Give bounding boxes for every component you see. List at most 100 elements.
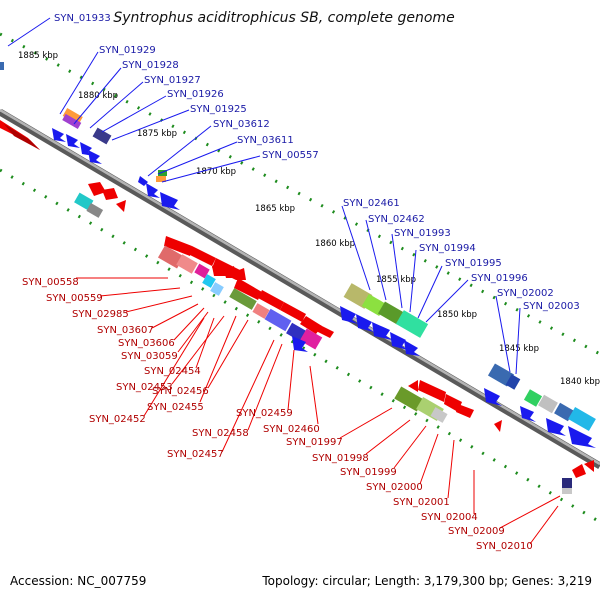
- gene-block: [62, 108, 83, 125]
- gene-block: [158, 170, 167, 176]
- leader-line: [425, 279, 469, 323]
- gene-label: SYN_03611: [237, 135, 294, 146]
- leader-line: [515, 307, 521, 375]
- gene-block: [538, 394, 558, 414]
- leader-line: [111, 109, 190, 141]
- forward-gene-arrow: [138, 176, 148, 186]
- gene-label: SYN_02456: [152, 386, 209, 397]
- leader-line: [177, 311, 209, 353]
- leader-line: [247, 343, 283, 431]
- gene-label: SYN_01929: [99, 45, 156, 56]
- leader-line: [287, 349, 295, 411]
- leader-line: [151, 303, 199, 329]
- top-gene-labels: SYN_01933 SYN_01929 SYN_01928 SYN_01927 …: [54, 13, 580, 312]
- leader-line: [221, 339, 275, 453]
- gene-block: [210, 282, 224, 296]
- gene-block: [505, 374, 521, 390]
- gene-block: [264, 308, 292, 332]
- gene-label: SYN_01995: [445, 258, 502, 269]
- gene-label: SYN_02002: [497, 288, 554, 299]
- reverse-gene-arrow: [234, 278, 262, 300]
- gene-label: SYN_02000: [366, 482, 423, 493]
- gene-label: SYN_01994: [419, 243, 476, 254]
- gene-label: SYN_00559: [46, 293, 103, 304]
- gene-label: SYN_02461: [343, 198, 400, 209]
- scale-label: 1875 kbp: [137, 129, 177, 139]
- leader-line: [7, 17, 51, 47]
- reverse-gene-arrow: [314, 324, 334, 338]
- scale-label: 1850 kbp: [437, 310, 477, 320]
- gene-label: SYN_02452: [89, 414, 146, 425]
- scale-label: 1885 kbp: [18, 51, 58, 61]
- reverse-gene-arrow: [494, 420, 502, 432]
- gene-block: [176, 254, 198, 274]
- gene-label: SYN_01998: [312, 453, 369, 464]
- leader-line: [59, 51, 99, 115]
- forward-gene-arrow: [88, 150, 102, 164]
- scale-label: 1865 kbp: [255, 204, 295, 214]
- leader-line: [341, 205, 371, 291]
- reverse-gene-arrow: [258, 290, 284, 310]
- gene-label: SYN_01996: [471, 273, 528, 284]
- gene-label: SYN_02455: [147, 402, 204, 413]
- accession-text: Accession: NC_007759: [10, 574, 146, 588]
- leader-line: [143, 317, 205, 417]
- scale-label: 1845 kbp: [499, 344, 539, 354]
- leader-line: [173, 307, 205, 341]
- leader-line: [365, 419, 411, 455]
- leader-line: [207, 319, 249, 389]
- gene-block: [202, 274, 216, 288]
- reverse-gene-arrow: [88, 182, 106, 196]
- gene-label: SYN_03612: [213, 119, 270, 130]
- gene-label: SYN_03606: [118, 338, 175, 349]
- gene-block: [92, 127, 112, 145]
- leader-line: [161, 155, 261, 183]
- gene-block: [430, 407, 448, 423]
- leader-line: [101, 95, 167, 133]
- gene-label: SYN_03059: [121, 351, 178, 362]
- gene-label: SYN_02459: [236, 408, 293, 419]
- gene-block: [74, 192, 94, 211]
- gene-block: [229, 288, 257, 310]
- reverse-gene-arrow: [572, 464, 586, 478]
- gene-block: [194, 263, 210, 279]
- reverse-gene-arrow: [4, 124, 40, 150]
- leader-line: [447, 439, 455, 499]
- reverse-gene-arrow: [102, 188, 118, 200]
- forward-gene-arrow: [66, 134, 80, 148]
- gene-label: SYN_00558: [22, 277, 79, 288]
- gene-label: SYN_01999: [340, 467, 397, 478]
- leader-line: [199, 315, 237, 403]
- gene-label: SYN_02985: [72, 309, 129, 320]
- gene-label: SYN_02001: [393, 497, 450, 508]
- gene-block: [395, 310, 429, 338]
- forward-gene-arrow: [520, 406, 536, 422]
- reverse-gene-arrow: [584, 460, 594, 472]
- forward-gene-arrow: [404, 340, 420, 356]
- gene-block: [0, 62, 4, 70]
- leader-line: [171, 315, 225, 385]
- gene-label: SYN_02460: [263, 424, 320, 435]
- leader-line: [409, 249, 417, 313]
- leader-line: [339, 407, 393, 439]
- reverse-gene-arrow: [164, 236, 192, 256]
- gene-block: [299, 328, 323, 350]
- reverse-gene-arrow: [280, 302, 306, 322]
- reverse-gene-arrow: [224, 266, 236, 278]
- gene-label: SYN_02457: [167, 449, 224, 460]
- leader-line: [495, 295, 511, 373]
- gene-block: [562, 478, 572, 488]
- leader-line: [417, 265, 443, 319]
- gene-block: [487, 363, 515, 387]
- bottom-gene-labels: SYN_00558 SYN_00559 SYN_02985 SYN_03607 …: [22, 277, 533, 552]
- gene-block: [554, 402, 574, 422]
- gene-label: SYN_02003: [523, 301, 580, 312]
- forward-gene-arrow: [52, 128, 66, 142]
- leader-line: [419, 433, 439, 485]
- reverse-gene-arrow: [234, 268, 246, 280]
- forward-gene-arrow: [80, 142, 94, 156]
- leader-line: [89, 81, 144, 129]
- leader-line: [391, 233, 403, 309]
- gene-label: SYN_01925: [190, 104, 247, 115]
